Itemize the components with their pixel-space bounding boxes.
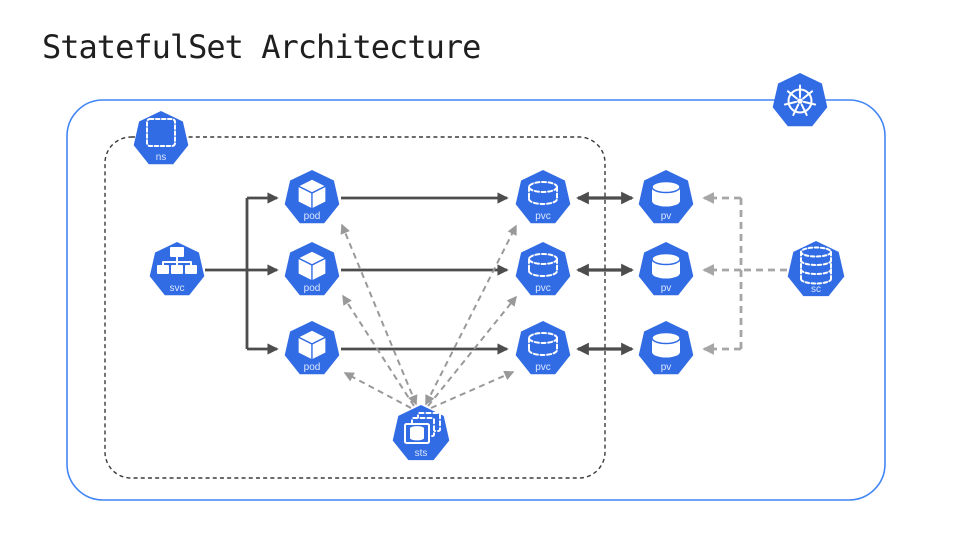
node-label: svc [170,283,185,294]
svc-node: svc [149,242,205,296]
pvc-pv-bidirectional-arrows [576,191,634,356]
node-label: pod [304,211,321,222]
node-label: pvc [535,211,551,222]
node-label: pvc [535,362,551,373]
cube-icon [297,250,327,282]
node-label: pod [304,283,321,294]
sc-node: sc [787,241,845,297]
node-label: pvc [535,283,551,294]
storage-class-icon [800,246,832,285]
helm-wheel-icon [783,84,817,116]
sc-to-pv-connector [702,192,787,355]
cylinder-icon [651,331,681,359]
pv-node-3: pv [638,321,694,375]
cylinder-icon [651,180,681,208]
service-tree-icon [157,247,197,274]
node-label: sts [415,448,428,459]
sts-to-pvc-3-link [430,370,515,409]
cluster-boundary [66,99,886,501]
pvc-node-3: pvc [515,321,571,375]
cube-icon [297,329,327,361]
sts-to-pod-2-link [342,294,415,407]
namespace-boundary [104,136,606,479]
pod-node-1: pod [284,170,340,224]
node-label: pv [661,211,672,222]
pvc-node-2: pvc [515,242,571,296]
node-label: pv [661,362,672,373]
kubernetes-logo-icon [772,73,828,127]
svc-to-pods-connector [205,192,279,355]
cube-icon [297,178,327,210]
diagram-title: StatefulSet Architecture [42,28,481,66]
pv-node-1: pv [638,170,694,224]
pv-node-2: pv [638,242,694,296]
sts-to-pod-1-link [340,223,418,406]
node-label: ns [156,152,167,163]
ns-node: ns [133,111,189,165]
sts-to-pod-3-link [343,372,412,409]
node-label: pod [304,362,321,373]
sts-dashed-links [340,223,517,409]
node-label: pv [661,283,672,294]
sts-node: sts [392,405,450,461]
cylinder-icon [651,252,681,280]
statefulset-stack-icon [404,412,441,444]
pod-node-3: pod [284,321,340,375]
pod-node-2: pod [284,242,340,296]
pod-to-pvc-arrows [341,192,509,355]
node-label: sc [811,284,821,295]
pvc-node-1: pvc [515,170,571,224]
sts-to-pvc-1-link [425,224,517,406]
dashed-square-icon [146,118,176,147]
sts-to-pvc-2-link [427,295,517,407]
